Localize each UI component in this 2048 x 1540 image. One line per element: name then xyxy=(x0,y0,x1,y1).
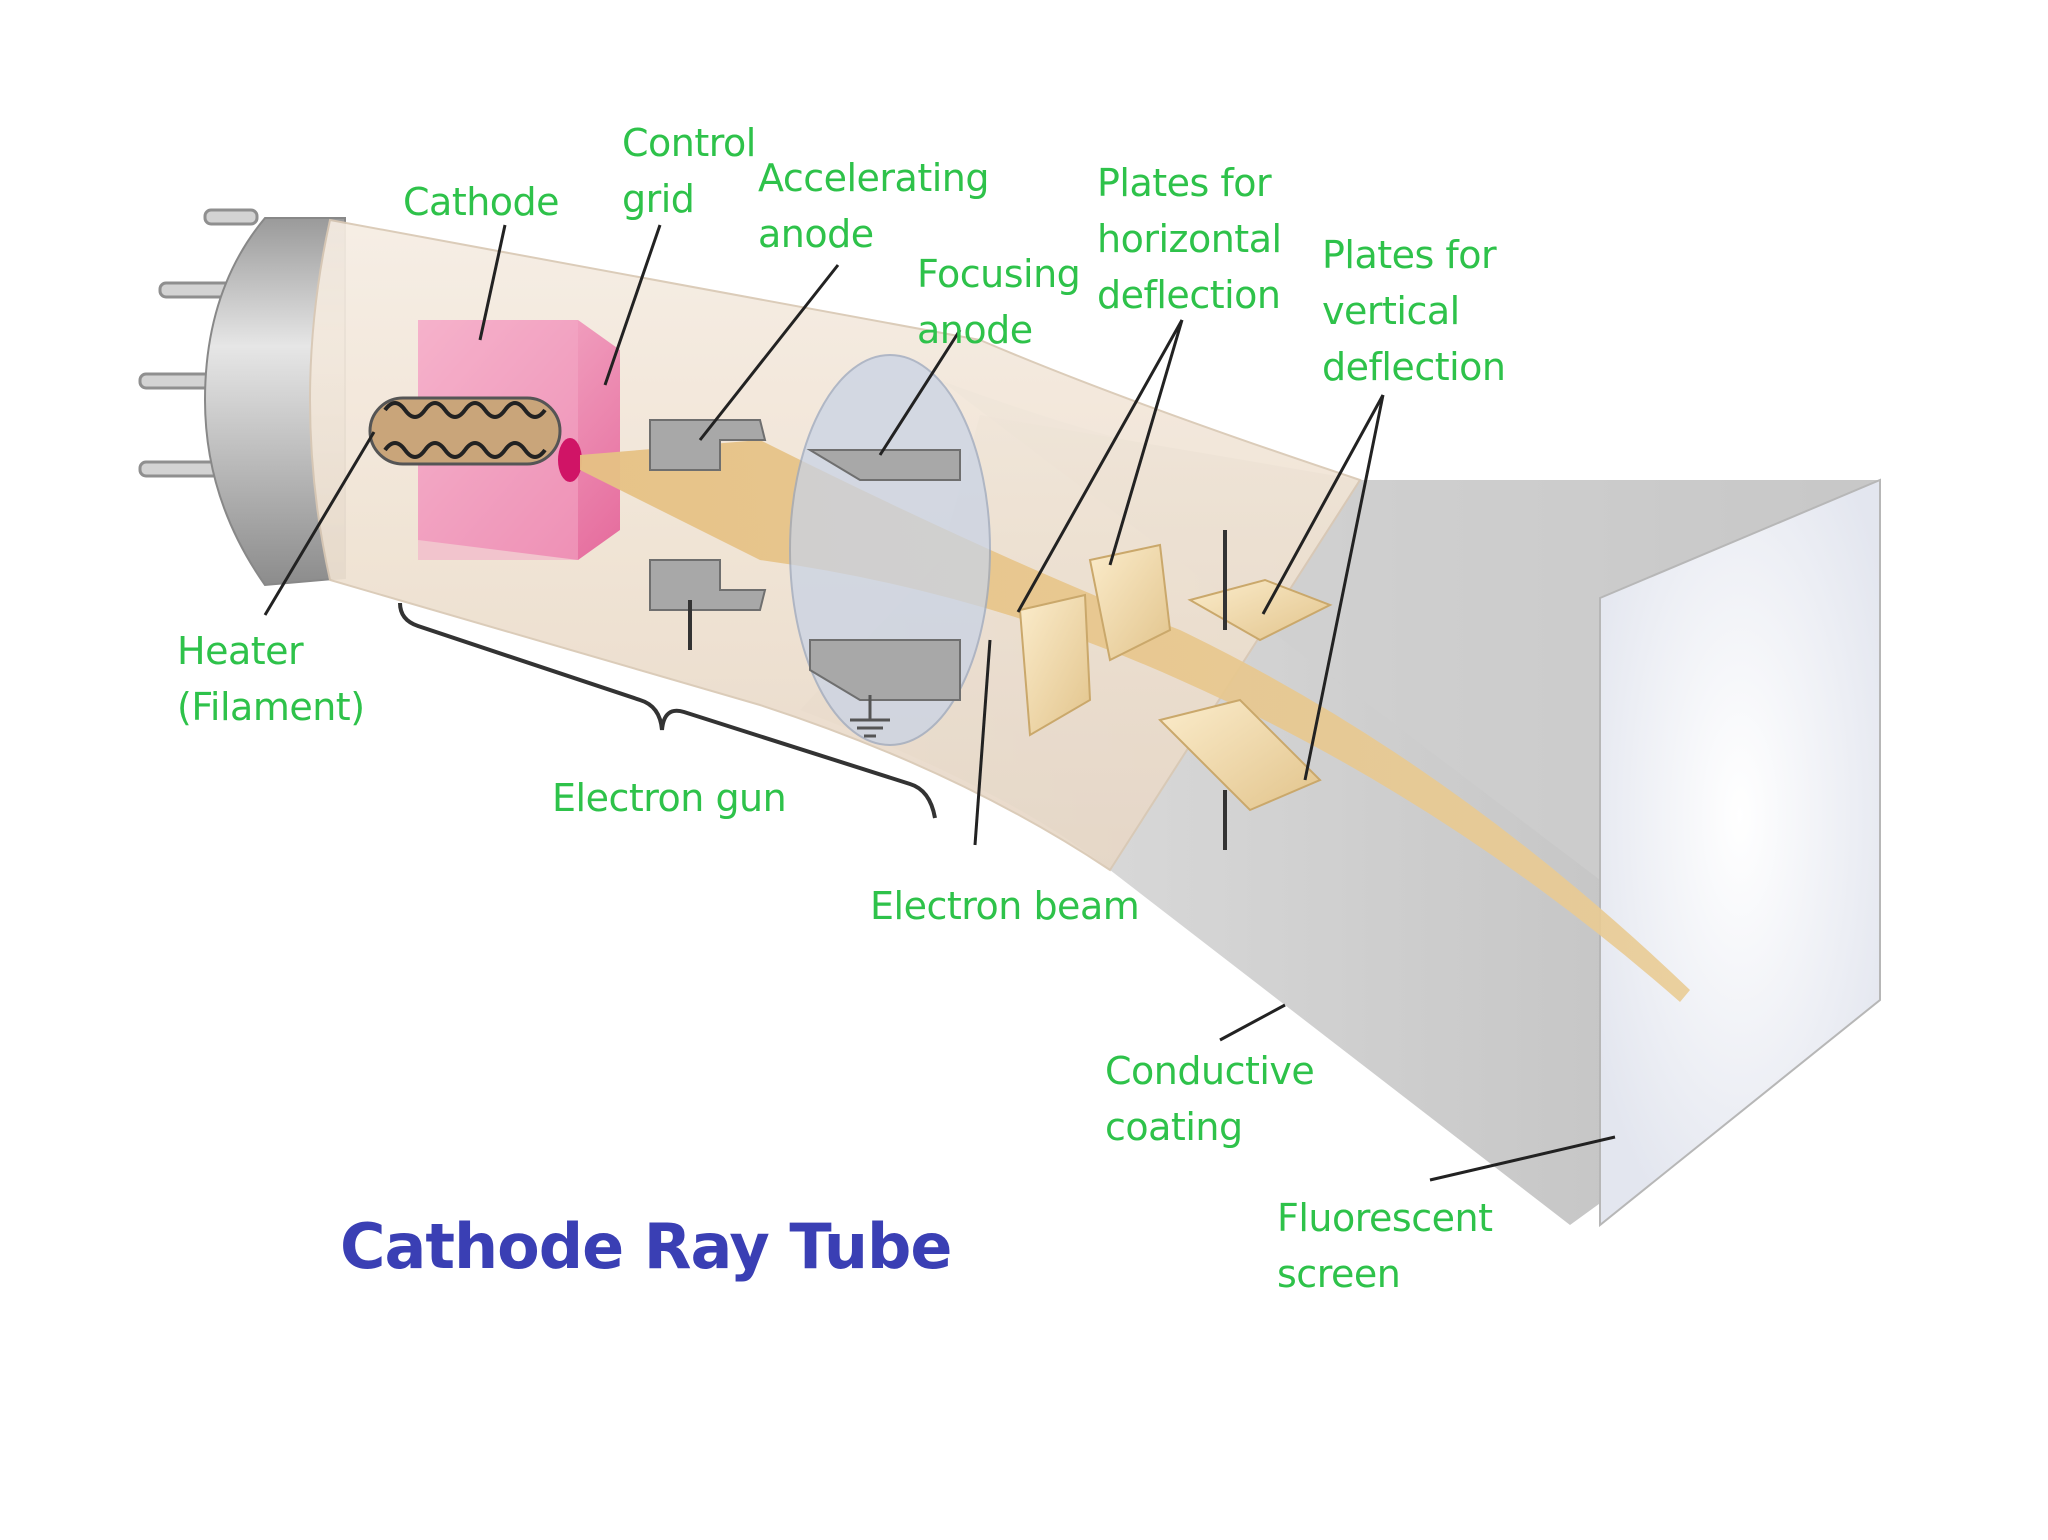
heater-coil xyxy=(368,396,582,482)
focusing-anode xyxy=(789,354,991,746)
electron-gun-label: Electron gun xyxy=(552,776,787,820)
vertical-deflection-plates-label: Plates for vertical deflection xyxy=(1322,233,1506,389)
accelerating-anode-label: Accelerating anode xyxy=(758,156,990,256)
electron-beam xyxy=(580,440,1690,1002)
horizontal-deflection-plates xyxy=(1018,543,1172,737)
tube-end-cap xyxy=(203,217,346,587)
conductive-coating-label: Conductive coating xyxy=(1105,1049,1315,1149)
accelerating-anode xyxy=(649,419,767,611)
cathode-label: Cathode xyxy=(403,180,560,224)
focusing-anode-label: Focusing anode xyxy=(917,252,1081,352)
fluorescent-screen-label: Fluorescent screen xyxy=(1277,1196,1493,1296)
fluorescent-screen-face xyxy=(1599,478,1881,1228)
electron-gun-brace xyxy=(398,602,937,819)
control-grid-label: Control grid xyxy=(622,121,756,221)
electrode-leads xyxy=(688,530,1227,850)
horizontal-deflection-plates-label: Plates for horizontal deflection xyxy=(1097,161,1282,317)
leader-lines xyxy=(263,224,1616,1182)
ground-symbol xyxy=(850,695,890,738)
heater-label: Heater (Filament) xyxy=(177,629,365,729)
diagram-title: Cathode Ray Tube xyxy=(340,1210,952,1283)
electron-beam-label: Electron beam xyxy=(870,884,1140,928)
